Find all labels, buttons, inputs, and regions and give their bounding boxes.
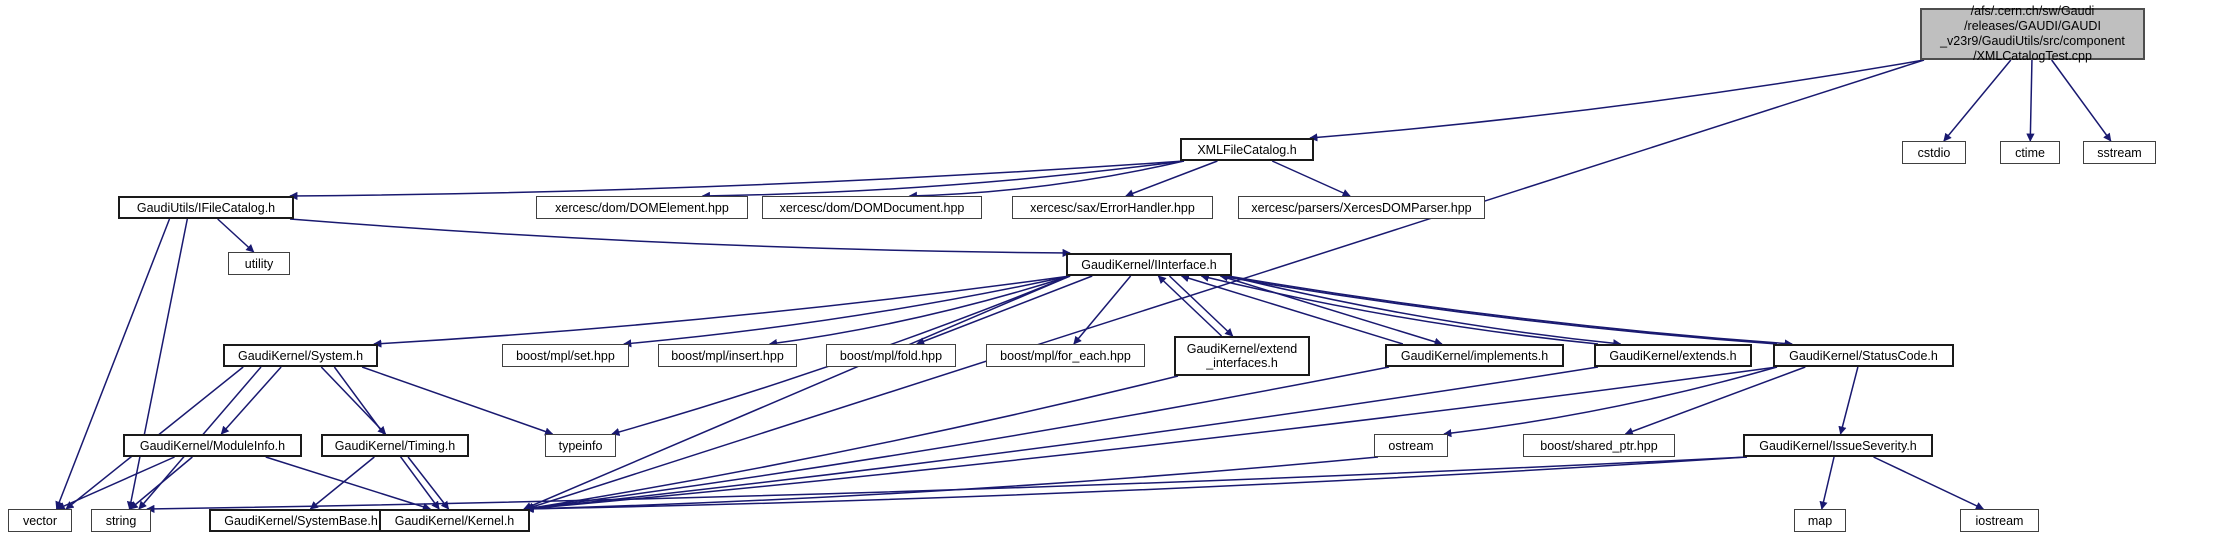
graph-edge-issueseverity-to-kernel xyxy=(525,456,1748,513)
graph-edge-issueseverity-to-map xyxy=(1819,456,1835,510)
graph-edge-moduleinfo-to-kernel xyxy=(265,456,432,511)
graph-node-systembase[interactable]: GaudiKernel/SystemBase.h xyxy=(209,509,393,532)
graph-node-sstream[interactable]: sstream xyxy=(2083,141,2156,164)
graph-node-utility[interactable]: utility xyxy=(228,252,290,275)
graph-edge-extendif-to-kernel xyxy=(525,375,1179,512)
graph-node-implements[interactable]: GaudiKernel/implements.h xyxy=(1385,344,1564,367)
graph-edge-iinterface-to-kernel xyxy=(523,275,1071,510)
graph-edge-implements-to-iinterface xyxy=(1180,274,1404,345)
graph-node-ostream[interactable]: ostream xyxy=(1374,434,1448,457)
graph-edge-issueseverity-to-string xyxy=(146,456,1748,514)
graph-node-system[interactable]: GaudiKernel/System.h xyxy=(223,344,378,367)
graph-node-errorhandler[interactable]: xercesc/sax/ErrorHandler.hpp xyxy=(1012,196,1213,219)
graph-edge-iinterface-to-system xyxy=(373,275,1071,348)
graph-edge-xmlfilecatalog-to-errorhandler xyxy=(1125,160,1218,198)
graph-edge-statuscode-to-iinterface xyxy=(1219,273,1778,345)
graph-node-mplfold[interactable]: boost/mpl/fold.hpp xyxy=(826,344,956,367)
graph-node-map[interactable]: map xyxy=(1794,509,1846,532)
graph-edge-iinterface-to-statuscode xyxy=(1227,275,1793,348)
graph-edge-statuscode-to-sharedptr xyxy=(1624,366,1806,436)
graph-edge-iinterface-to-extends xyxy=(1227,275,1622,348)
graph-edge-ifilecatalog-to-iinterface xyxy=(289,218,1071,258)
graph-edge-system-to-typeinfo xyxy=(361,366,554,436)
graph-edge-system-to-timing xyxy=(320,366,387,435)
graph-edge-root-to-kernel xyxy=(525,59,1925,511)
graph-node-cstdio[interactable]: cstdio xyxy=(1902,141,1966,164)
graph-node-mplset[interactable]: boost/mpl/set.hpp xyxy=(502,344,629,367)
graph-node-typeinfo[interactable]: typeinfo xyxy=(545,434,616,457)
graph-node-xercesdom[interactable]: xercesc/parsers/XercesDOMParser.hpp xyxy=(1238,196,1485,219)
graph-edge-root-to-sstream xyxy=(2051,59,2112,142)
graph-node-ifilecatalog[interactable]: GaudiUtils/IFileCatalog.h xyxy=(118,196,294,219)
graph-node-mplforeach[interactable]: boost/mpl/for_each.hpp xyxy=(986,344,1145,367)
graph-node-vector[interactable]: vector xyxy=(8,509,72,532)
graph-node-xmlfilecatalog[interactable]: XMLFileCatalog.h xyxy=(1180,138,1314,161)
graph-node-extends[interactable]: GaudiKernel/extends.h xyxy=(1594,344,1752,367)
graph-edge-root-to-xmlfilecatalog xyxy=(1309,59,1925,142)
graph-node-root[interactable]: /afs/.cern.ch/sw/Gaudi /releases/GAUDI/G… xyxy=(1920,4,2145,63)
graph-node-iinterface[interactable]: GaudiKernel/IInterface.h xyxy=(1066,253,1232,276)
graph-edge-issueseverity-to-iostream xyxy=(1873,456,1985,510)
graph-node-string[interactable]: string xyxy=(91,509,151,532)
graph-edge-extends-to-iinterface xyxy=(1200,273,1599,345)
graph-edge-xmlfilecatalog-to-domdocument xyxy=(908,160,1185,200)
graph-edge-timing-to-systembase xyxy=(309,456,375,510)
graph-edge-extendif-to-iinterface xyxy=(1157,275,1223,337)
graph-edge-iinterface-to-mplset xyxy=(623,275,1071,348)
graph-edge-ifilecatalog-to-string xyxy=(126,218,189,510)
graph-node-timing[interactable]: GaudiKernel/Timing.h xyxy=(321,434,469,457)
graph-edge-root-to-cstdio xyxy=(1943,59,2012,142)
graph-node-statuscode[interactable]: GaudiKernel/StatusCode.h xyxy=(1773,344,1954,367)
graph-node-ctime[interactable]: ctime xyxy=(2000,141,2060,164)
graph-edge-iinterface-to-mplforeach xyxy=(1073,275,1132,345)
graph-edge-iinterface-to-extendif xyxy=(1168,275,1234,337)
graph-edge-xmlfilecatalog-to-xercesdom xyxy=(1271,160,1351,197)
graph-edge-timing-to-kernel xyxy=(407,456,450,510)
graph-node-domelement[interactable]: xercesc/dom/DOMElement.hpp xyxy=(536,196,748,219)
graph-edge-xmlfilecatalog-to-domelement xyxy=(701,160,1185,201)
graph-edge-moduleinfo-to-string xyxy=(129,456,193,510)
graph-node-iostream[interactable]: iostream xyxy=(1960,509,2039,532)
graph-node-moduleinfo[interactable]: GaudiKernel/ModuleInfo.h xyxy=(123,434,302,457)
graph-edge-moduleinfo-to-vector xyxy=(56,456,175,510)
graph-edge-root-to-ctime xyxy=(2026,59,2035,142)
graph-node-extendif[interactable]: GaudiKernel/extend _interfaces.h xyxy=(1174,336,1310,376)
graph-node-mplinsert[interactable]: boost/mpl/insert.hpp xyxy=(658,344,797,367)
graph-edge-iinterface-to-implements xyxy=(1220,275,1443,346)
graph-edge-ifilecatalog-to-utility xyxy=(217,218,255,253)
graph-edge-system-to-moduleinfo xyxy=(220,366,282,435)
graph-edge-statuscode-to-ostream xyxy=(1443,366,1778,438)
graph-node-sharedptr[interactable]: boost/shared_ptr.hpp xyxy=(1523,434,1675,457)
graph-edge-ostream-to-kernel xyxy=(525,456,1379,513)
graph-edge-iinterface-to-mplfold xyxy=(916,275,1093,346)
graph-edge-ifilecatalog-to-vector xyxy=(55,218,171,510)
graph-edge-xmlfilecatalog-to-ifilecatalog xyxy=(289,160,1185,201)
graph-edge-implements-to-kernel xyxy=(525,366,1390,513)
graph-edge-iinterface-to-mplinsert xyxy=(768,275,1071,348)
graph-node-issueseverity[interactable]: GaudiKernel/IssueSeverity.h xyxy=(1743,434,1933,457)
graph-node-domdocument[interactable]: xercesc/dom/DOMDocument.hpp xyxy=(762,196,982,219)
graph-edge-statuscode-to-issueseverity xyxy=(1838,366,1859,435)
graph-node-kernel[interactable]: GaudiKernel/Kernel.h xyxy=(379,509,530,532)
